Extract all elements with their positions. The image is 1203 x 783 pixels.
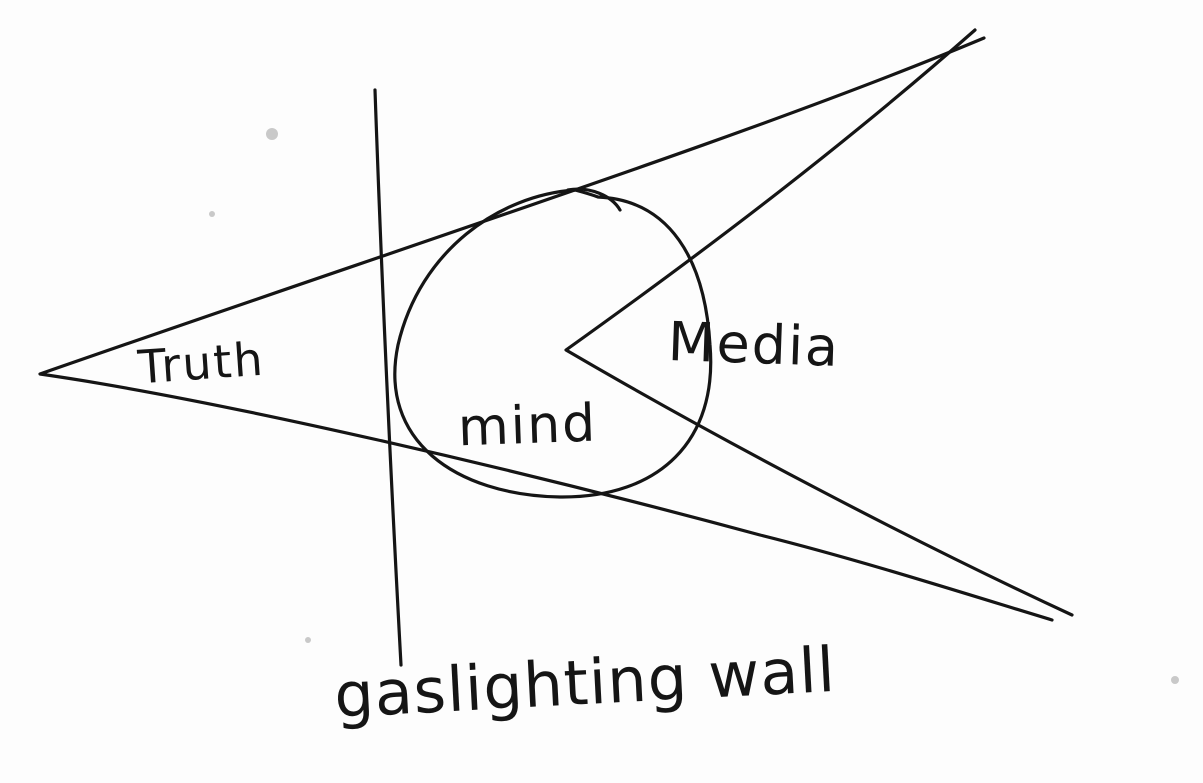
paper-speck <box>305 637 311 643</box>
gaslighting-wall-line <box>373 88 403 667</box>
mind-circle <box>393 188 713 499</box>
truth-label: Truth <box>136 331 267 395</box>
media-wedge <box>564 28 1074 617</box>
paper-speck <box>1171 676 1179 684</box>
paper-speck <box>209 211 215 217</box>
paper-speck <box>266 128 278 140</box>
media-label: Media <box>666 310 842 379</box>
mind-label: mind <box>456 393 599 459</box>
mind-circle-overlap <box>566 187 622 212</box>
truth-triangle <box>38 36 1054 622</box>
